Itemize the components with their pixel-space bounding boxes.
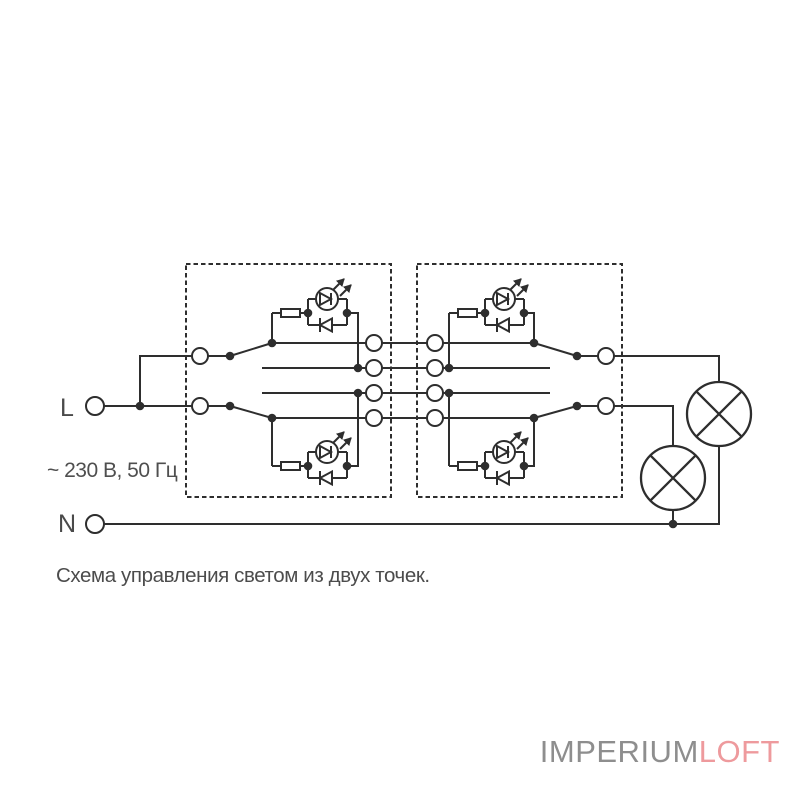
switch-box-1-outline	[185, 263, 392, 498]
switch-lever-1	[229, 342, 273, 357]
terminal-L	[85, 396, 105, 416]
switch-lever-4	[533, 405, 578, 419]
switch-box-2-outline	[416, 263, 623, 498]
terminal-N	[85, 514, 105, 534]
label-line: L	[60, 394, 74, 422]
switch-levers	[229, 342, 578, 419]
switch-lever-2	[229, 405, 273, 419]
caption: Схема управления светом из двух точек.	[56, 564, 430, 587]
logo-loft: LOFT	[699, 734, 780, 769]
brand-logo: IMPERIUMLOFT	[540, 734, 780, 769]
terminals	[85, 334, 615, 534]
led-indicator-2	[272, 432, 351, 485]
lamp-2-icon	[639, 444, 707, 512]
switch-lever-3	[533, 342, 578, 357]
led-indicators	[271, 279, 535, 485]
label-neutral: N	[58, 510, 76, 538]
voltage-note: ~ 230 В, 50 Гц	[47, 459, 178, 482]
led-indicator-4	[449, 432, 528, 485]
lamp-1-icon	[685, 380, 753, 448]
logo-imperium: IMPERIUM	[540, 734, 699, 769]
led-indicator-1	[272, 279, 351, 332]
led-indicator-3	[449, 279, 528, 332]
junction-dots	[135, 338, 678, 529]
